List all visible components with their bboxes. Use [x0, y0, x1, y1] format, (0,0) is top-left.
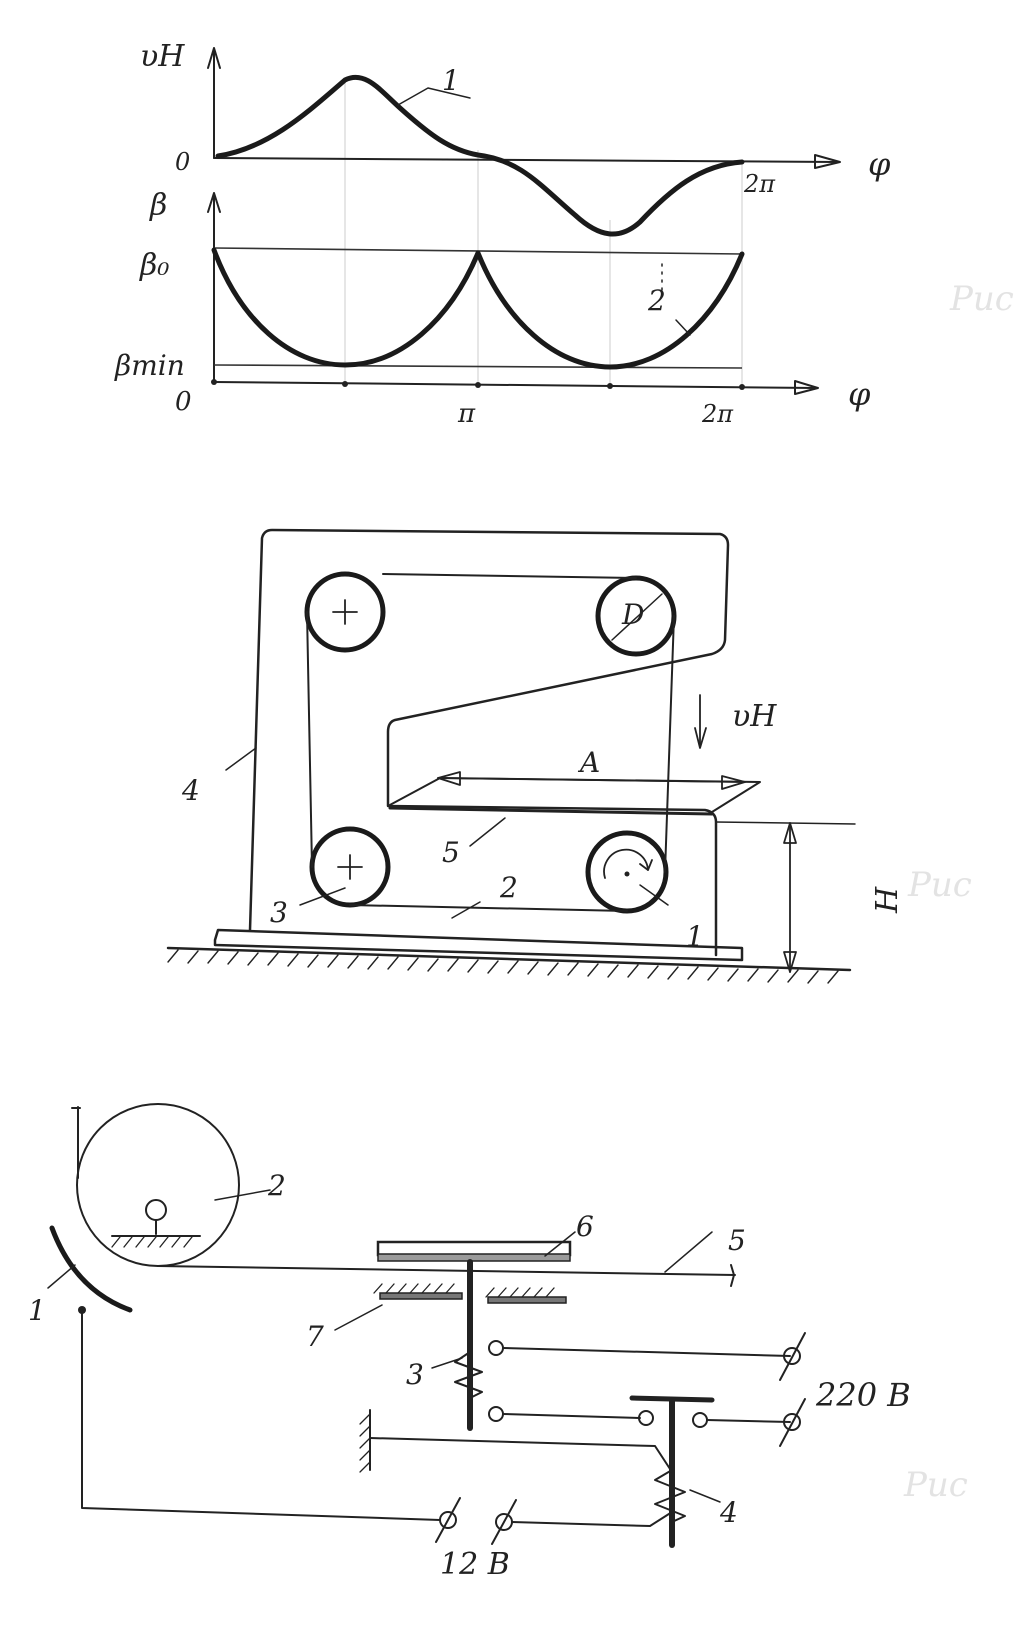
label-a: A	[577, 746, 600, 779]
label-device-3: 3	[270, 896, 288, 929]
zero-top-label: 0	[175, 148, 190, 176]
plate-6	[376, 1240, 572, 1257]
label-device-4: 4	[181, 774, 200, 807]
label-h: H	[870, 886, 905, 914]
curve-1-label: 1	[442, 64, 460, 97]
label-circuit-1: 1	[28, 1294, 46, 1327]
label-d: D	[621, 598, 644, 631]
curve-2-label: 2	[647, 284, 666, 317]
beta-axis-label: β	[149, 188, 167, 223]
ground	[166, 946, 852, 972]
faint-caption-2: Рис	[907, 865, 972, 905]
label-12v: 12 В	[440, 1547, 510, 1582]
figure-graphs: υН 0 β β₀ βmin 0 φ φ 2π π 2π 1 2	[114, 39, 891, 429]
drum-2	[76, 1103, 240, 1267]
phi-bottom-label: φ	[848, 375, 871, 413]
zero-bottom-label: 0	[175, 387, 192, 417]
label-circuit-5: 5	[728, 1224, 746, 1257]
label-device-5: 5	[442, 836, 460, 869]
faint-caption-3: Рис	[903, 1465, 968, 1505]
frame-4	[248, 528, 730, 957]
label-device-2: 2	[499, 871, 518, 904]
figure-circuit: 1 2 3 4 5 6 7 220 В 12 В	[28, 1103, 911, 1582]
label-circuit-3: 3	[406, 1358, 424, 1391]
two-pi-top-label: 2π	[743, 170, 776, 198]
tape-5-circuit	[157, 1265, 736, 1276]
beta0-label: β₀	[139, 248, 169, 283]
label-vh: υН	[732, 699, 777, 734]
curve-1-velocity	[215, 74, 745, 237]
label-circuit-7: 7	[306, 1320, 324, 1353]
two-pi-bottom-label: 2π	[701, 400, 734, 428]
label-circuit-2: 2	[267, 1169, 286, 1202]
faint-caption-1: Рис	[949, 279, 1014, 319]
label-device-1: 1	[686, 920, 704, 953]
phi-top-label: φ	[868, 145, 891, 183]
curve-2-angle	[211, 247, 745, 370]
brake-shoe-1	[49, 1225, 133, 1313]
guides-7	[379, 1292, 463, 1300]
figure-device: D υН A H 1 2 3 4 5	[166, 528, 905, 984]
phi-axis-bottom	[213, 381, 817, 389]
pi-label: π	[457, 399, 476, 429]
betamin-label: βmin	[114, 349, 185, 382]
label-220v: 220 В	[815, 1376, 911, 1414]
dimension-a	[437, 777, 746, 783]
label-circuit-4: 4	[719, 1496, 738, 1529]
label-circuit-6: 6	[576, 1210, 594, 1243]
belt-2	[306, 573, 675, 912]
vh-axis-label: υН	[140, 39, 185, 74]
